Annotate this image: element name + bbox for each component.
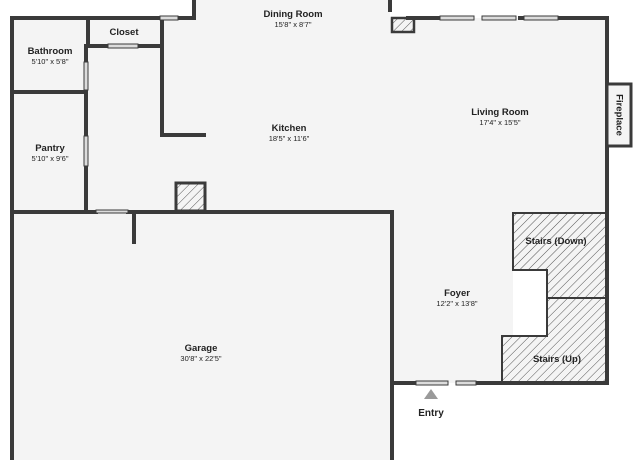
fireplace-label: Fireplace: [613, 94, 624, 136]
window-entry-left: [415, 380, 449, 386]
kitchen-dims: 18'5" x 11'6": [269, 134, 310, 143]
stairs-down-name: Stairs (Down): [525, 236, 586, 247]
window-dining: [159, 15, 179, 21]
closet-name: Closet: [109, 27, 139, 38]
dining-column: [390, 16, 416, 34]
garage-dims: 30'8" x 22'5": [180, 354, 221, 363]
walls: [10, 0, 609, 460]
window-top-1: [439, 15, 475, 21]
garage-name: Garage: [185, 343, 218, 354]
window-pantry: [83, 135, 89, 167]
entry-marker: Entry: [418, 389, 444, 419]
foyer-dims: 12'2" x 13'8": [436, 299, 477, 308]
fireplace: Fireplace: [605, 82, 633, 148]
room-labels: Dining Room 15'8" x 8'7" Closet Bathroom…: [28, 9, 587, 365]
stairs-down: [512, 212, 608, 299]
stairs-up: [501, 297, 608, 384]
window-closet: [107, 43, 139, 49]
bathroom-name: Bathroom: [28, 46, 73, 57]
window-top-3: [523, 15, 559, 21]
windows: [83, 15, 559, 386]
window-entry-right: [455, 380, 477, 386]
living-room-name: Living Room: [471, 107, 529, 118]
stairs-up-name: Stairs (Up): [533, 354, 581, 365]
window-bath: [83, 61, 89, 91]
entry-arrow-icon: [424, 389, 438, 399]
pantry-name: Pantry: [35, 143, 65, 154]
dining-room-name: Dining Room: [263, 9, 322, 20]
kitchen-column: [174, 181, 207, 213]
dining-room-dims: 15'8" x 8'7": [275, 20, 312, 29]
foyer-name: Foyer: [444, 288, 470, 299]
pantry-dims: 5'10" x 9'6": [32, 154, 69, 163]
kitchen-name: Kitchen: [272, 123, 307, 134]
entry-label: Entry: [418, 408, 444, 419]
living-room-dims: 17'4" x 15'5": [479, 118, 520, 127]
window-top-2: [481, 15, 517, 21]
window-garage-door: [95, 209, 129, 214]
bathroom-dims: 5'10" x 5'8": [32, 57, 69, 66]
